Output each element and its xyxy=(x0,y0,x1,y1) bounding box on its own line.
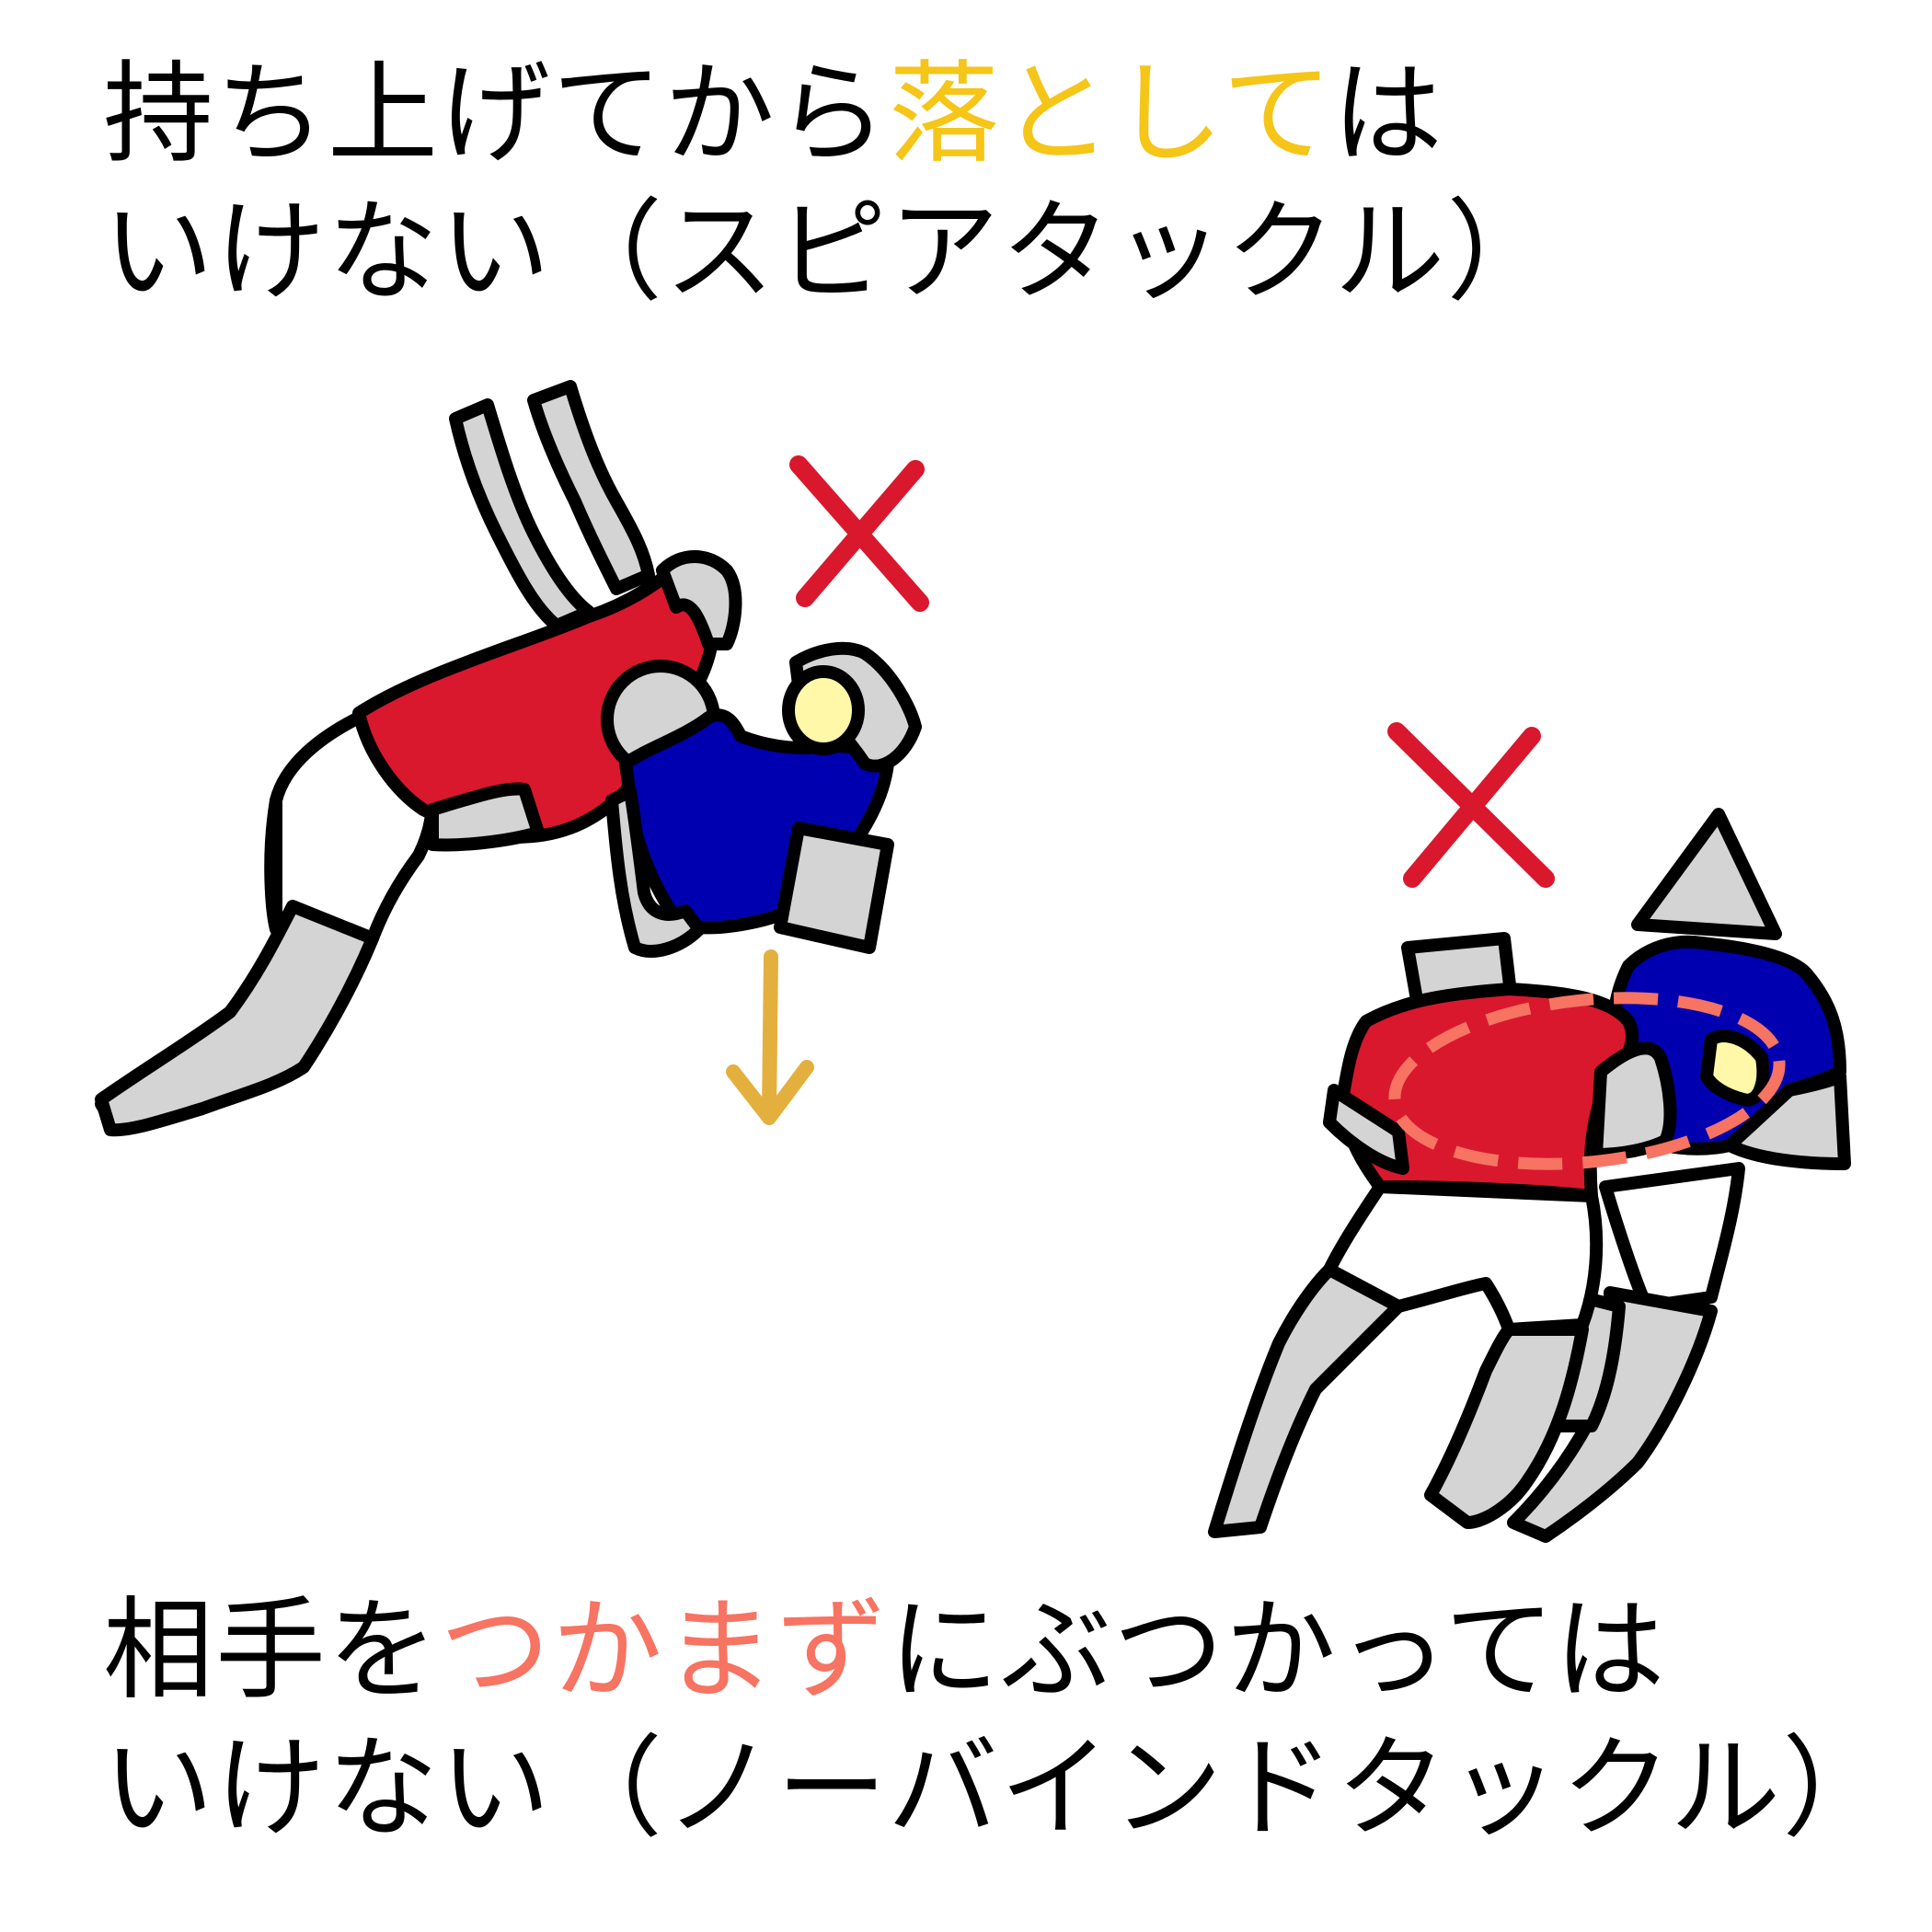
down-arrow-icon xyxy=(726,949,814,1125)
caption-text: は xyxy=(1332,51,1444,178)
spear-tackle-figure xyxy=(95,380,922,1137)
caption-no-bind-tackle: 相手をつかまずにぶつかっては いけない（ノーバインドタックル） xyxy=(103,1582,1894,1858)
no-bind-ring xyxy=(1388,992,1786,1170)
no-bind-tackle-figure xyxy=(1208,808,1851,1543)
caption-spear-line1: 持ち上げてから落としては xyxy=(103,46,1558,184)
caption-nobind-line1: 相手をつかまずにぶつかっては xyxy=(103,1582,1894,1720)
prohibited-x-icon xyxy=(1387,722,1555,888)
caption-text: にぶつかっては xyxy=(889,1587,1667,1715)
caption-spear-line2: いけない（スピアタックル） xyxy=(103,189,1559,316)
prohibited-x-icon xyxy=(789,455,929,612)
caption-text: 相手を xyxy=(103,1587,440,1715)
caption-spear-tackle: 持ち上げてから落としては いけない（スピアタックル） xyxy=(103,46,1558,322)
caption-text: 持ち上げてから xyxy=(103,51,889,178)
highlight-drop: 落として xyxy=(889,51,1332,178)
caption-nobind-line2: いけない（ノーバインドタックル） xyxy=(103,1725,1895,1853)
highlight-not-grab: つかまず xyxy=(440,1587,889,1715)
